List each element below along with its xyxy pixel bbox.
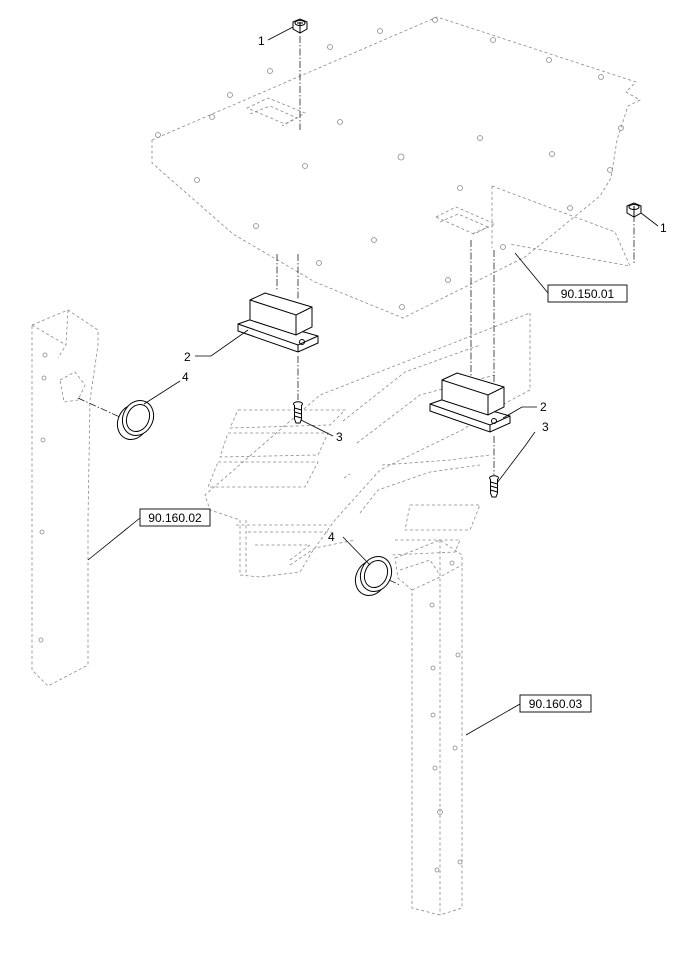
ref-label-post-right: 90.160.03 <box>529 697 583 711</box>
callout-screw-right: 3 <box>542 420 549 434</box>
ref-label-post-left: 90.160.02 <box>148 511 202 525</box>
left-post-outline <box>31 309 99 687</box>
callout-bracket-left: 2 <box>184 350 191 364</box>
right-post-outline <box>394 539 463 916</box>
assembly-centerlines <box>77 36 635 586</box>
top-plate-outline <box>151 16 641 319</box>
callout-nut-top: 1 <box>258 34 265 48</box>
screw-right[interactable] <box>489 475 499 498</box>
plug-left[interactable] <box>112 395 159 444</box>
callout-bracket-right: 2 <box>540 400 547 414</box>
leader-lines <box>87 26 659 736</box>
callout-plug-right: 4 <box>328 530 335 544</box>
bracket-left[interactable] <box>237 292 319 353</box>
panel-graphic <box>204 312 531 578</box>
ref-box-plate[interactable]: 90.150.01 <box>547 284 628 303</box>
bracket-right[interactable] <box>429 372 511 433</box>
callout-plug-left: 4 <box>182 370 189 384</box>
plug-right[interactable] <box>350 551 397 600</box>
callout-nut-right: 1 <box>660 221 667 235</box>
screw-left[interactable] <box>293 401 303 424</box>
ref-box-post-left[interactable]: 90.160.02 <box>139 508 211 527</box>
nut-right[interactable] <box>626 202 642 218</box>
ref-label-plate: 90.150.01 <box>561 287 615 301</box>
nut-top[interactable] <box>292 18 308 34</box>
ref-box-post-right[interactable]: 90.160.03 <box>519 694 592 713</box>
callout-screw-left: 3 <box>336 430 343 444</box>
